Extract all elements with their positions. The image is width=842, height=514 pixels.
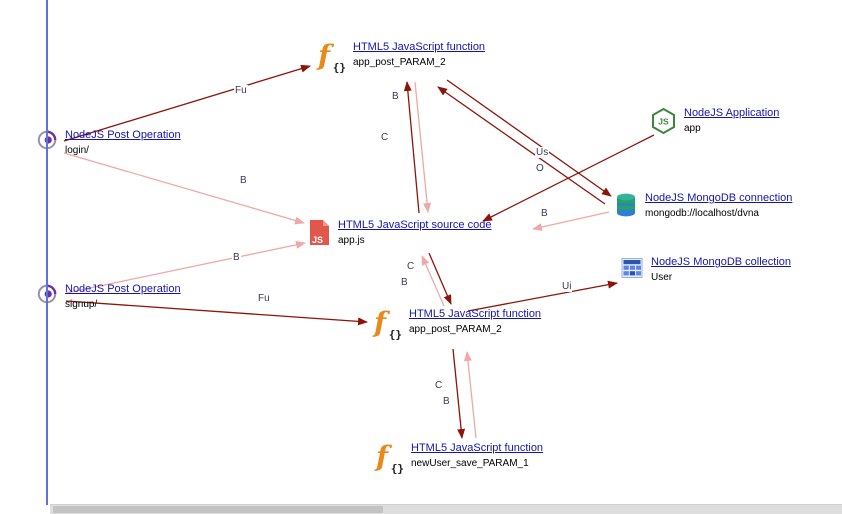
node-name: signup/ — [65, 299, 98, 310]
node-name: User — [651, 272, 673, 283]
edge-source-fn-mid — [428, 252, 452, 305]
horizontal-scrollbar-thumb[interactable] — [53, 506, 383, 513]
node-name: newUser_save_PARAM_1 — [411, 458, 529, 469]
node-type-link[interactable]: NodeJS Post Operation — [65, 129, 181, 141]
js-function-icon[interactable]: f {} — [374, 306, 402, 342]
node-type-link[interactable]: HTML5 JavaScript source code — [338, 219, 492, 231]
edge-fn-mid-mongo-coll — [467, 280, 618, 312]
node-type-link[interactable]: HTML5 JavaScript function — [353, 41, 486, 53]
edge-label: Us — [535, 147, 550, 158]
node-login[interactable]: NodeJS Post Operation login/ — [36, 129, 181, 157]
collection-grid-icon[interactable] — [620, 256, 644, 285]
edge-fn-top-mongo-conn — [446, 79, 612, 197]
edge-label: Fu — [257, 293, 271, 304]
node-type-link[interactable]: NodeJS Post Operation — [65, 283, 181, 295]
svg-text:JS: JS — [312, 235, 323, 245]
node-type-link[interactable]: NodeJS MongoDB collection — [651, 256, 792, 268]
edge-label: Ui — [561, 281, 573, 292]
node-name: app_post_PARAM_2 — [353, 57, 446, 68]
js-function-icon[interactable]: f {} — [318, 39, 346, 75]
node-name: app — [684, 123, 701, 134]
node-fn-mid[interactable]: f {} HTML5 JavaScript function app_post_… — [372, 306, 542, 342]
js-file-icon[interactable]: JS — [308, 219, 331, 251]
edge-login-source — [63, 152, 305, 225]
node-type-link[interactable]: NodeJS Application — [684, 107, 780, 119]
node-signup[interactable]: NodeJS Post Operation signup/ — [36, 283, 181, 311]
node-mongo-collection[interactable]: NodeJS MongoDB collection User — [620, 256, 791, 285]
edge-label: B — [540, 208, 549, 219]
node-fn-top[interactable]: f {} HTML5 JavaScript function app_post_… — [316, 39, 486, 75]
horizontal-scrollbar-track[interactable] — [50, 504, 842, 514]
node-mongo-connection[interactable]: NodeJS MongoDB connection mongodb://loca… — [614, 192, 792, 224]
node-name: login/ — [65, 145, 89, 156]
edge-label: B — [400, 277, 409, 288]
edge-fn-top-source — [414, 81, 432, 213]
edge-label: C — [406, 261, 416, 272]
edge-mongo-conn-fn-top — [437, 86, 606, 205]
node-app[interactable]: JS NodeJS Application app — [650, 107, 779, 140]
edge-fn-mid-source — [421, 255, 445, 307]
node-name: app.js — [338, 235, 365, 246]
edge-label: C — [380, 132, 390, 143]
node-type-link[interactable]: NodeJS MongoDB connection — [645, 192, 793, 204]
node-type-link[interactable]: HTML5 JavaScript function — [411, 442, 544, 454]
node-name: app_post_PARAM_2 — [409, 324, 502, 335]
node-name: mongodb://localhost/dvna — [645, 208, 759, 219]
edge-source-fn-top — [403, 81, 420, 214]
edge-fn-bottom-fn-mid — [463, 351, 477, 439]
edge-label: B — [442, 396, 451, 407]
edge-label: Fu — [234, 85, 248, 96]
edge-label: C — [434, 380, 444, 391]
node-type-link[interactable]: HTML5 JavaScript function — [409, 308, 542, 320]
node-fn-bottom[interactable]: f {} HTML5 JavaScript function newUser_s… — [374, 440, 544, 476]
js-function-icon[interactable]: f {} — [376, 440, 404, 476]
edge-fn-mid-fn-bottom — [452, 348, 466, 439]
nodejs-hexagon-icon[interactable]: JS — [650, 107, 677, 140]
edge-label: B — [232, 252, 241, 263]
edge-label: B — [391, 91, 400, 102]
edge-label: O — [535, 163, 545, 174]
edge-label: B — [239, 175, 248, 186]
svg-text:JS: JS — [658, 117, 669, 127]
panel-divider — [46, 0, 48, 505]
database-cylinder-icon[interactable] — [614, 192, 638, 224]
node-source-code[interactable]: JS HTML5 JavaScript source code app.js — [308, 219, 491, 251]
